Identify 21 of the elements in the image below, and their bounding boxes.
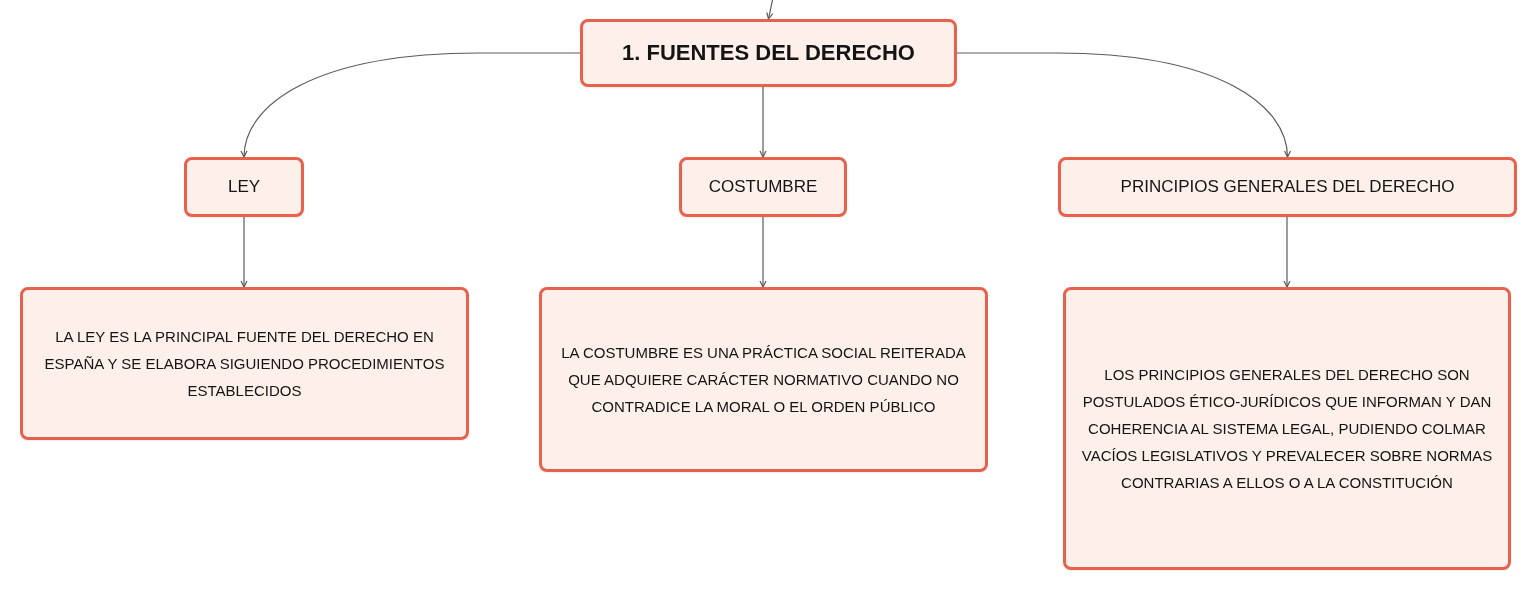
node-text: 1. FUENTES DEL DERECHO xyxy=(622,39,915,67)
node-text: PRINCIPIOS GENERALES DEL DERECHO xyxy=(1120,176,1455,198)
connector-arrow xyxy=(240,216,248,288)
description-box xyxy=(20,287,469,440)
node-text: COSTUMBRE xyxy=(708,176,818,198)
node-text: LEY xyxy=(227,176,261,198)
subtopic-box xyxy=(679,157,847,217)
connector-arrow xyxy=(241,52,581,158)
connector-arrow xyxy=(766,0,774,20)
subtopic-box xyxy=(184,157,304,217)
topic-box xyxy=(580,19,957,87)
connector-arrow xyxy=(956,52,1291,158)
connector-arrow xyxy=(759,216,767,288)
connector-arrow xyxy=(759,86,767,158)
description-box xyxy=(1063,287,1511,570)
description-box xyxy=(539,287,988,472)
node-text: LA COSTUMBRE ES UNA PRÁCTICA SOCIAL REITERADA QUE ADQUIERE CARÁCTER NORMATIVO CUANDO NO CONTRADICE LA MORAL O EL ORDEN PÚBLICO xyxy=(560,343,967,417)
subtopic-box xyxy=(1058,157,1517,217)
node-text: LA LEY ES LA PRINCIPAL FUENTE DEL DERECHO EN ESPAÑA Y SE ELABORA SIGUIENDO PROCEDIMIENTOS ESTABLECIDOS xyxy=(43,327,446,401)
connector-arrow xyxy=(1283,216,1291,288)
node-text: LOS PRINCIPIOS GENERALES DEL DERECHO SON POSTULADOS ÉTICO-JURÍDICOS QUE INFORMAN Y DAN COHERENCIA AL SISTEMA LEGAL, PUDIENDO COLMAR VACÍOS LEGISLATIVOS Y PREVALECER SOBRE NORMAS CONTRARIAS A ELLOS O A LA CONSTITUCIÓN xyxy=(1080,365,1494,493)
